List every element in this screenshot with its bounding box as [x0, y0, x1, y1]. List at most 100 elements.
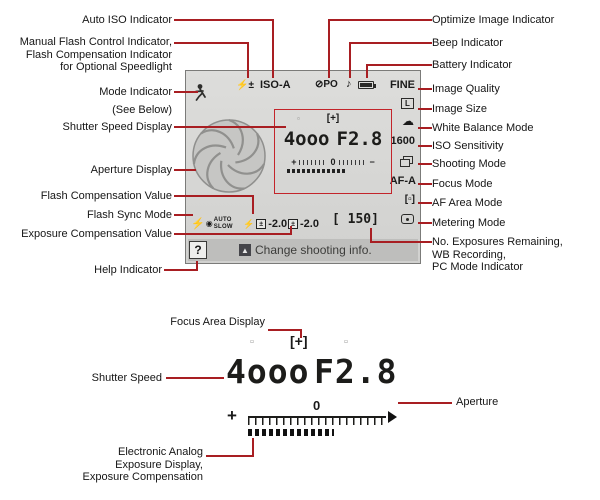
label-flash-sync-mode: Flash Sync Mode [87, 209, 172, 221]
callout-line [272, 19, 274, 78]
zoom-focus-mark-left: ▫ [250, 336, 254, 348]
callout-line [349, 42, 351, 78]
zoom-shutter-speed: 4ooo [226, 352, 310, 391]
sync-slow: SLOW [213, 223, 233, 230]
zoom-exposure-bars [248, 429, 334, 436]
zoom-focus-mark-right: ▫ [344, 336, 348, 348]
af-area-mode-icon: [▫] [404, 194, 415, 205]
callout-line [366, 64, 432, 66]
callout-line [418, 127, 432, 129]
callout-line [418, 88, 432, 90]
image-size-icon: L [401, 98, 414, 109]
label-analog-display: Electronic Analog Exposure Display, Expo… [82, 446, 203, 483]
label-mode-indicator: Mode Indicator [99, 86, 172, 98]
callout-line [418, 108, 432, 110]
callout-line [174, 195, 252, 197]
label-af-area-mode: AF Area Mode [432, 197, 503, 209]
callout-line [196, 261, 198, 271]
callout-line [166, 377, 224, 379]
label-metering-mode: Metering Mode [432, 217, 506, 229]
focus-area-display: [+] [326, 113, 340, 124]
label-zoom-shutter: Shutter Speed [91, 372, 162, 384]
label-focus-area-display: Focus Area Display [170, 316, 265, 328]
scale-ticks-left [299, 159, 328, 165]
label-auto-iso: Auto ISO Indicator [82, 14, 172, 26]
callout-line [252, 195, 254, 214]
exposure-comp-value: ± -2.0 [288, 218, 319, 230]
focus-area-mark: ▫ [297, 114, 300, 123]
info-bar: ? ▲ Change shooting info. [188, 239, 418, 261]
label-zoom-aperture: Aperture [456, 396, 499, 408]
flash-comp-value: ⚡ ± -2.0 [243, 218, 287, 230]
label-exposures-remaining: No. Exposures Remaining, WB Recording, P… [432, 236, 563, 273]
image-size-letter: L [405, 98, 410, 108]
label-iso-sensitivity: ISO Sensitivity [432, 140, 504, 152]
white-balance-icon: ☁ [402, 114, 414, 128]
info-button-icon: ▲ [239, 244, 251, 256]
auto-iso-indicator: ISO-A [260, 79, 291, 91]
label-focus-mode: Focus Mode [432, 178, 493, 190]
callout-line [418, 145, 432, 147]
battery-indicator [358, 81, 376, 89]
callout-line [328, 19, 432, 21]
callout-line [418, 202, 432, 204]
label-help-indicator: Help Indicator [94, 264, 162, 276]
callout-line [206, 455, 253, 457]
zoom-scale-zero: 0 [313, 398, 321, 413]
zoom-focus-point: [+] [290, 333, 308, 349]
label-image-quality: Image Quality [432, 83, 500, 95]
focus-mode: AF-A [389, 175, 416, 187]
label-flash-comp-value: Flash Compensation Value [40, 190, 172, 202]
callout-line [164, 269, 197, 271]
callout-line [370, 228, 372, 243]
shooting-mode-icon [400, 156, 413, 167]
pm-glyph: ± [291, 220, 295, 228]
callout-line [174, 42, 247, 44]
label-manual-flash: Manual Flash Control Indicator, Flash Co… [19, 36, 172, 73]
zoom-scale-plus: + [227, 406, 237, 425]
callout-line [300, 329, 302, 338]
zoom-exposure-ruler [248, 416, 386, 425]
info-bar-text: Change shooting info. [255, 243, 372, 257]
focus-area-row: ▫ [+] [275, 113, 391, 126]
callout-line [174, 214, 193, 216]
shutter-speed-value: 4ooo [283, 128, 330, 150]
label-shooting-mode: Shooting Mode [432, 158, 506, 170]
exposures-remaining: [ 150] [332, 212, 379, 227]
metering-mode-icon [401, 214, 414, 224]
zoom-scale-arrow [388, 411, 397, 423]
shooting-info-display: ⚡± ISO-A ⊘PO ♪ FINE L ☁ 1600 AF-A [▫] [185, 70, 421, 264]
callout-line [174, 233, 291, 235]
callout-line [247, 42, 249, 78]
label-exposure-comp-value: Exposure Compensation Value [21, 228, 172, 240]
main-display-frame: ▫ [+] 4ooo F2.8 + 0 − [274, 109, 392, 194]
callout-line [290, 226, 292, 235]
label-see-below: (See Below) [112, 104, 172, 116]
flash-icon-small: ⚡ [243, 218, 255, 229]
scale-minus: − [369, 157, 375, 167]
flash-comp-number: -2.0 [268, 218, 288, 230]
callout-line [252, 438, 254, 457]
callout-line [174, 169, 196, 171]
label-image-size: Image Size [432, 103, 488, 115]
help-indicator-badge: ? [189, 241, 207, 259]
exposure-meter-bar [287, 169, 347, 173]
label-beep: Beep Indicator [432, 37, 503, 49]
callout-line [418, 222, 432, 224]
plus-minus-icon: ± [256, 219, 267, 229]
manual-flash-indicator: ⚡± [236, 80, 254, 91]
flash-icon: ⚡ [191, 218, 205, 230]
scale-plus: + [291, 157, 297, 167]
callout-line [418, 163, 432, 165]
aperture-value: F2.8 [336, 128, 383, 150]
scale-ticks-right [338, 159, 367, 165]
flash-sync-mode: ⚡ ◉ AUTO SLOW [191, 217, 233, 230]
optimize-image-indicator: ⊘PO [315, 79, 338, 90]
label-aperture-display: Aperture Display [90, 164, 172, 176]
plus-minus-icon: ± [288, 219, 298, 229]
callout-line [268, 329, 301, 331]
zoom-aperture: F2.8 [314, 352, 398, 391]
callout-line [398, 402, 452, 404]
label-optimize-image: Optimize Image Indicator [432, 14, 555, 26]
